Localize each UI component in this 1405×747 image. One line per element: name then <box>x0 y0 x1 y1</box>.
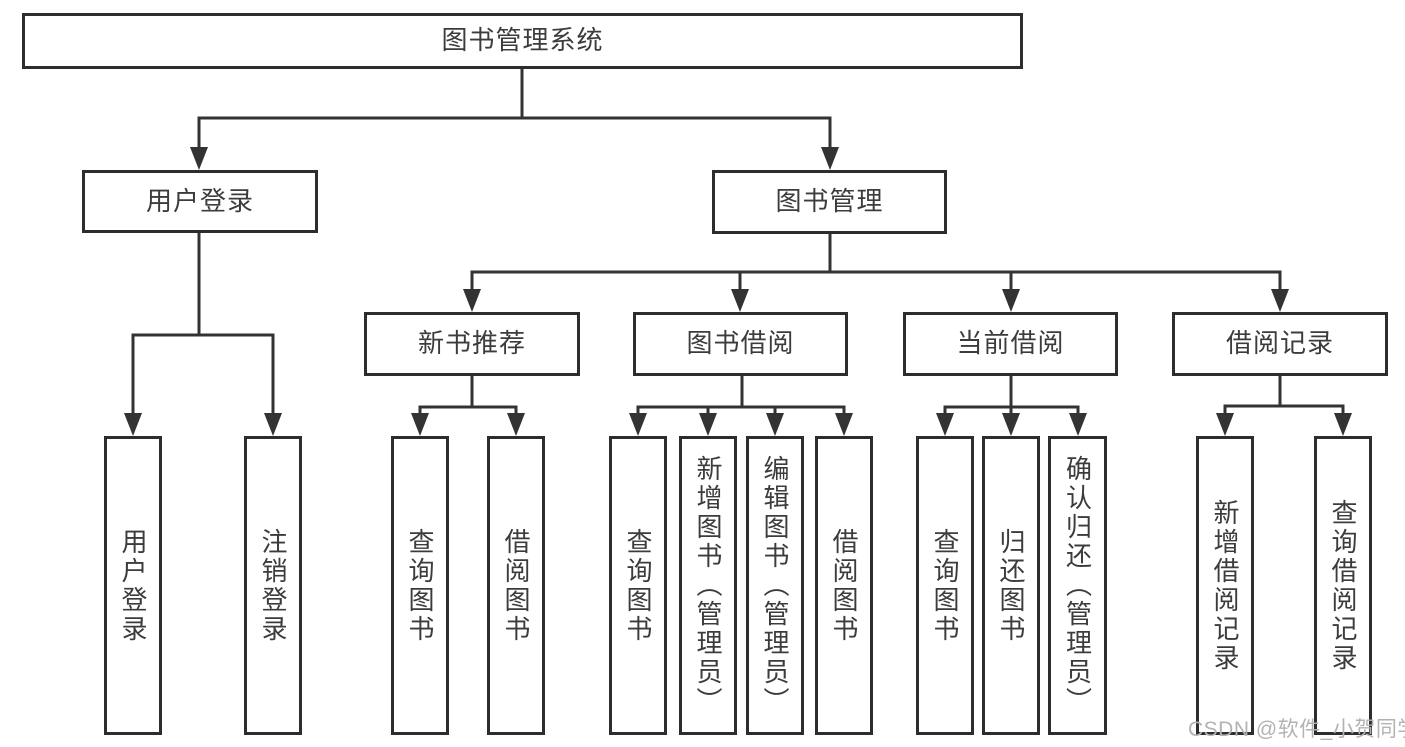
connector-current-borrowing <box>943 374 1080 420</box>
leaf-query-books-recommend: 查询图书 <box>391 436 449 735</box>
leaf-add-books-admin: 新增图书（管理员） <box>679 436 737 735</box>
leaf-edit-books-admin: 编辑图书（管理员） <box>746 436 804 735</box>
arrow-icon <box>463 289 481 312</box>
leaf-logout-label: 注销登录 <box>258 527 288 644</box>
node-borrow-records: 借阅记录 <box>1172 312 1388 376</box>
arrow-icon <box>1002 413 1020 436</box>
arrow-icon <box>1216 413 1234 436</box>
arrow-icon <box>835 413 853 436</box>
node-new-book-recommend-label: 新书推荐 <box>417 328 526 359</box>
arrow-icon <box>1271 289 1289 312</box>
leaf-borrow-books-borrowing-label: 借阅图书 <box>829 527 859 644</box>
arrow-icon <box>821 147 839 170</box>
arrow-icon <box>766 413 784 436</box>
leaf-logout: 注销登录 <box>244 436 302 735</box>
leaf-return-books-label: 归还图书 <box>996 527 1026 644</box>
arrowheads <box>124 147 1352 436</box>
arrow-icon <box>699 413 717 436</box>
node-root-label: 图书管理系统 <box>441 25 604 56</box>
leaf-query-borrow-record: 查询借阅记录 <box>1314 436 1372 735</box>
arrow-icon <box>629 413 647 436</box>
arrow-icon <box>411 413 429 436</box>
node-book-borrowing: 图书借阅 <box>633 312 848 376</box>
leaf-query-books-borrowing: 查询图书 <box>609 436 667 735</box>
leaf-query-books-borrowing-label: 查询图书 <box>623 527 653 644</box>
leaf-confirm-return-admin-label: 确认归还（管理员） <box>1062 455 1093 716</box>
leaf-query-borrow-record-label: 查询借阅记录 <box>1328 498 1358 673</box>
node-user-login: 用户登录 <box>82 170 318 233</box>
leaf-query-books-current: 查询图书 <box>916 436 974 735</box>
node-user-login-label: 用户登录 <box>145 185 254 216</box>
leaf-query-books-current-label: 查询图书 <box>930 527 960 644</box>
leaf-edit-books-admin-label: 编辑图书（管理员） <box>760 455 790 716</box>
connector-book-management <box>470 231 1282 296</box>
node-book-management-label: 图书管理 <box>775 186 884 217</box>
leaf-add-books-admin-label: 新增图书（管理员） <box>693 455 723 716</box>
connector-borrow-records <box>1223 374 1345 420</box>
node-root: 图书管理系统 <box>22 13 1023 69</box>
arrow-icon <box>124 413 142 436</box>
watermark: CSDN @软件_小贺同学 <box>1188 718 1405 741</box>
leaf-borrow-books-borrowing: 借阅图书 <box>815 436 873 735</box>
arrow-icon <box>731 289 749 312</box>
leaf-user-login-label: 用户登录 <box>118 527 148 644</box>
leaf-confirm-return-admin: 确认归还（管理员） <box>1048 436 1107 735</box>
arrow-icon <box>264 413 282 436</box>
arrow-icon <box>190 147 208 170</box>
leaf-user-login: 用户登录 <box>104 436 162 735</box>
node-current-borrowing: 当前借阅 <box>903 312 1118 376</box>
leaf-borrow-books-recommend: 借阅图书 <box>487 436 545 735</box>
connector-book-borrowing <box>636 374 846 420</box>
leaf-add-borrow-record-label: 新增借阅记录 <box>1210 498 1240 673</box>
leaf-return-books: 归还图书 <box>982 436 1040 735</box>
arrow-icon <box>1334 413 1352 436</box>
arrow-icon <box>507 413 525 436</box>
leaf-borrow-books-recommend-label: 借阅图书 <box>501 527 531 644</box>
node-borrow-records-label: 借阅记录 <box>1225 328 1334 359</box>
arrow-icon <box>936 413 954 436</box>
arrow-icon <box>1069 413 1087 436</box>
node-book-management: 图书管理 <box>712 170 947 234</box>
leaf-add-borrow-record: 新增借阅记录 <box>1196 436 1254 735</box>
connector-root <box>197 67 832 154</box>
node-new-book-recommend: 新书推荐 <box>364 312 580 376</box>
node-current-borrowing-label: 当前借阅 <box>956 328 1065 359</box>
connector-new-book-recommend <box>418 374 518 420</box>
connector-user-login <box>131 231 275 420</box>
node-book-borrowing-label: 图书借阅 <box>686 328 795 359</box>
leaf-query-books-recommend-label: 查询图书 <box>405 527 435 644</box>
arrow-icon <box>1002 289 1020 312</box>
